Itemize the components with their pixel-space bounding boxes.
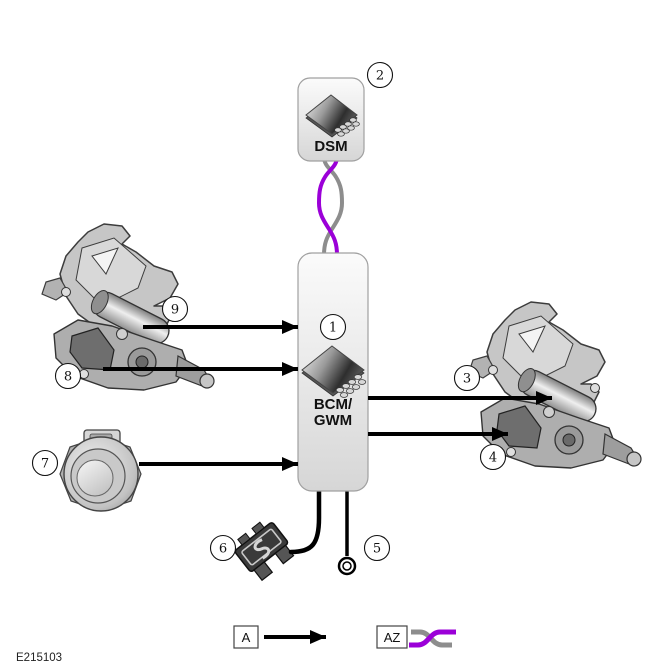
callout-4: 4 — [479, 443, 507, 471]
svg-text:6: 6 — [219, 542, 227, 557]
microchip-icon — [305, 94, 360, 138]
right-door-latch-illustration — [468, 301, 642, 469]
bcm-gwm-module: BCM/ GWM — [297, 252, 369, 492]
svg-text:5: 5 — [373, 542, 381, 557]
svg-text:7: 7 — [41, 457, 49, 472]
ground-connection — [337, 489, 357, 576]
fuse-illustration — [234, 521, 295, 582]
callout-9: 9 — [161, 295, 189, 323]
svg-text:9: 9 — [171, 303, 179, 318]
callout-1: 1 — [319, 313, 347, 341]
svg-text:8: 8 — [64, 370, 72, 385]
legend: A AZ — [233, 625, 456, 649]
svg-text:2: 2 — [376, 69, 384, 84]
bcm-label-line1: BCM/ — [314, 396, 353, 413]
callout-3: 3 — [453, 364, 481, 392]
legend-key-az: AZ — [384, 630, 401, 645]
legend-box-az — [376, 625, 408, 649]
svg-text:1: 1 — [329, 321, 337, 336]
legend-key-a: A — [242, 630, 251, 645]
push-button-switch-illustration — [59, 429, 142, 512]
callout-7: 7 — [31, 449, 59, 477]
dsm-label: DSM — [314, 138, 347, 155]
microchip-icon — [301, 345, 367, 398]
callout-5: 5 — [363, 534, 391, 562]
callout-6: 6 — [209, 534, 237, 562]
svg-text:4: 4 — [489, 451, 497, 466]
dsm-module: DSM — [297, 77, 365, 162]
callout-2: 2 — [366, 61, 394, 89]
bcm-label-line2: GWM — [314, 412, 352, 429]
twisted-pair-wires — [316, 155, 345, 257]
fuse-feed-wire — [288, 486, 322, 555]
callout-8: 8 — [54, 362, 82, 390]
figure-id: E215103 — [16, 652, 62, 664]
svg-text:3: 3 — [463, 372, 471, 387]
legend-box-a — [233, 625, 259, 649]
callouts: 1 2 3 4 5 6 7 8 — [31, 61, 507, 562]
purple-wire — [316, 155, 339, 257]
legend-twisted-pair-icon — [409, 629, 456, 648]
signal-arrows — [103, 320, 552, 471]
